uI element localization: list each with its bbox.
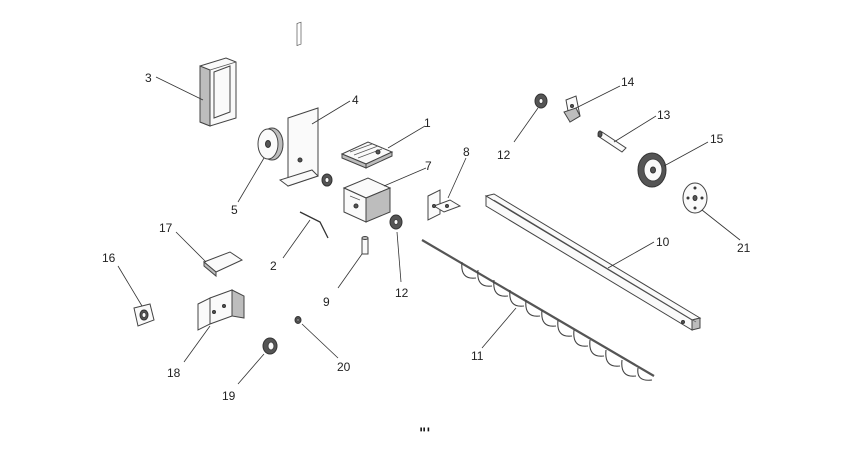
label-7: 7	[425, 159, 432, 173]
part-8-bracket	[427, 189, 462, 221]
label-4: 4	[352, 93, 359, 107]
leader-12a	[513, 107, 539, 143]
part-18-bracket	[197, 289, 245, 331]
label-2: 2	[270, 259, 277, 273]
label-19: 19	[222, 389, 236, 403]
footer-mark: "'	[419, 426, 431, 442]
label-15: 15	[710, 132, 724, 146]
leader-9	[337, 253, 363, 289]
label-11: 11	[471, 349, 484, 363]
part-16-gasket	[133, 303, 155, 327]
label-17: 17	[159, 221, 173, 235]
leader-20	[301, 323, 339, 359]
leader-4	[311, 100, 351, 125]
label-21: 21	[737, 241, 751, 255]
leader-13	[613, 115, 657, 143]
leader-8	[447, 157, 467, 199]
part-9-pin	[361, 236, 369, 255]
part-14-bracket	[563, 95, 581, 123]
part-7-housing	[342, 177, 392, 223]
part-10-channel	[484, 193, 702, 331]
part-nut-center	[321, 173, 333, 187]
part-17-cover	[203, 251, 244, 278]
leader-18	[183, 325, 211, 363]
leader-15	[663, 141, 709, 167]
part-13-shaft	[597, 130, 627, 153]
label-14: 14	[621, 75, 635, 89]
part-2-rod	[299, 211, 329, 239]
part-12-gear-lower	[389, 214, 403, 230]
leader-11	[481, 307, 517, 349]
part-21-disc	[682, 182, 708, 214]
leader-10	[607, 241, 655, 269]
leader-21	[701, 209, 741, 241]
label-18: 18	[167, 366, 181, 380]
part-11-auger	[421, 239, 655, 381]
leader-1	[387, 125, 426, 149]
part-20-nut	[294, 316, 302, 324]
label-20: 20	[337, 360, 351, 374]
label-3: 3	[145, 71, 152, 85]
label-13: 13	[657, 108, 671, 122]
part-3-channel	[199, 57, 237, 127]
label-9: 9	[323, 295, 330, 309]
label-8: 8	[463, 145, 470, 159]
leader-5	[237, 157, 265, 203]
part-19-bushing	[262, 337, 278, 355]
leader-7	[383, 167, 427, 187]
part-1-gear-plate	[340, 141, 394, 169]
leader-19	[237, 353, 265, 385]
leader-2	[282, 219, 311, 259]
label-16: 16	[102, 251, 116, 265]
leader-12b	[396, 231, 402, 283]
part-12-gear-upper	[534, 93, 548, 109]
leader-16	[117, 265, 143, 307]
leader-14	[575, 85, 621, 109]
label-1: 1	[424, 116, 431, 130]
part-15-gear	[637, 152, 667, 188]
label-5: 5	[231, 203, 238, 217]
part-4-plate	[278, 21, 319, 187]
label-12b: 12	[395, 286, 409, 300]
label-12a: 12	[497, 148, 511, 162]
part-5-pulley	[257, 127, 284, 161]
label-10: 10	[656, 235, 670, 249]
leader-17	[175, 231, 207, 263]
leader-3	[155, 76, 204, 101]
